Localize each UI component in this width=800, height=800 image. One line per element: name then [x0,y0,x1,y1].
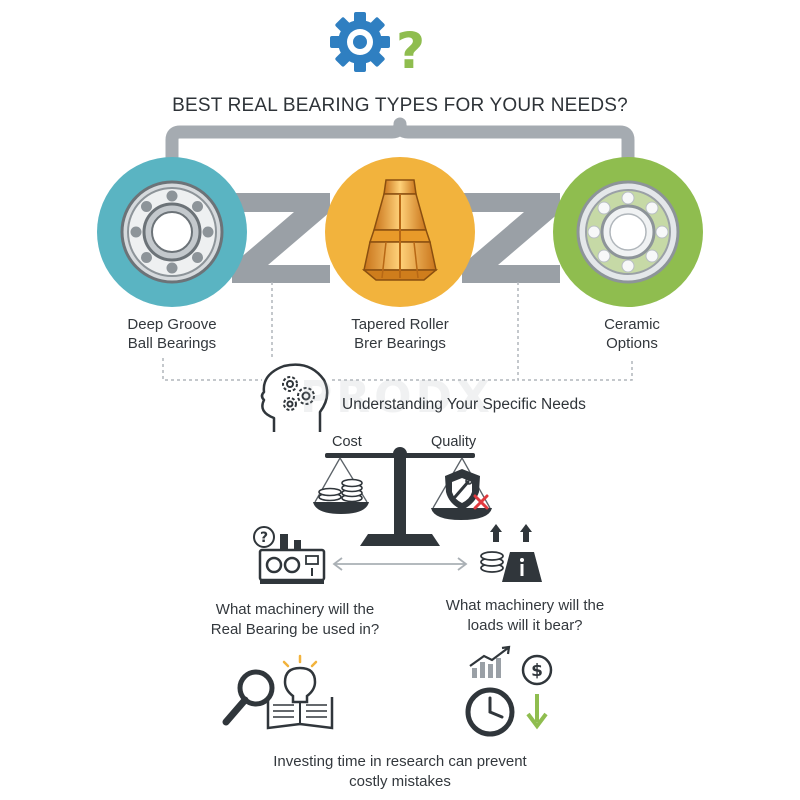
page-title: BEST REAL BEARING TYPES FOR YOUR NEEDS? [172,95,628,116]
ceramic-bearing-icon [576,180,680,284]
label-line: Ceramic [604,316,660,333]
cost-label: Cost [332,434,362,450]
label-deep-groove: Deep Groove Ball Bearings [92,315,252,353]
dollar-coin-icon: $ [521,654,553,686]
connector-z-left [232,193,330,283]
label-line: Brer Bearings [354,335,446,352]
dotted-connectors [162,282,633,381]
head-gears-icon [260,363,329,432]
conclusion-line: Investing time in research can prevent [273,753,527,770]
connector-z-right [462,193,560,283]
question-line: loads will it bear? [467,617,583,634]
watermark: PRODX [300,372,494,423]
question-line: Real Bearing be used in? [210,621,380,638]
label-line: Tapered Roller [351,316,449,333]
conclusion-line: costly mistakes [349,773,451,790]
label-line: Ball Bearings [127,335,217,352]
coins-icon [318,478,363,503]
label-line: Deep Groove [127,316,217,333]
loads-weight-icon [480,524,542,582]
balance-scale-icon [313,447,492,546]
down-arrow-icon [526,694,548,730]
question-machinery: What machinery will the Real Bearing be … [190,600,400,640]
machinery-icon: ? [253,526,326,584]
clock-icon [465,687,515,737]
label-ceramic: Ceramic Options [552,315,712,353]
growth-chart-icon [469,645,511,678]
needs-heading: Understanding Your Specific Needs [342,396,586,413]
question-line: What machinery will the [445,597,605,614]
gear-icon [330,12,390,72]
svg-text:?: ? [260,530,268,546]
question-mark-icon: ? [396,22,425,80]
conclusion-text: Investing time in research can prevent c… [200,752,600,792]
top-bracket [165,117,635,168]
tapered-roller-icon [361,179,439,281]
label-line: Options [606,335,658,352]
label-tapered-roller: Tapered Roller Brer Bearings [320,315,480,353]
svg-text:$: $ [531,661,543,681]
quality-label: Quality [431,434,477,450]
question-line: What machinery will the [215,601,375,618]
question-loads: What machinery will the loads will it be… [420,596,630,636]
magnifier-icon [222,669,275,726]
double-arrow-icon [332,557,468,571]
ball-bearing-icon [120,180,224,284]
quality-shield-icon [445,469,480,510]
lightbulb-book-icon [266,654,334,730]
red-x-icon [473,494,489,510]
